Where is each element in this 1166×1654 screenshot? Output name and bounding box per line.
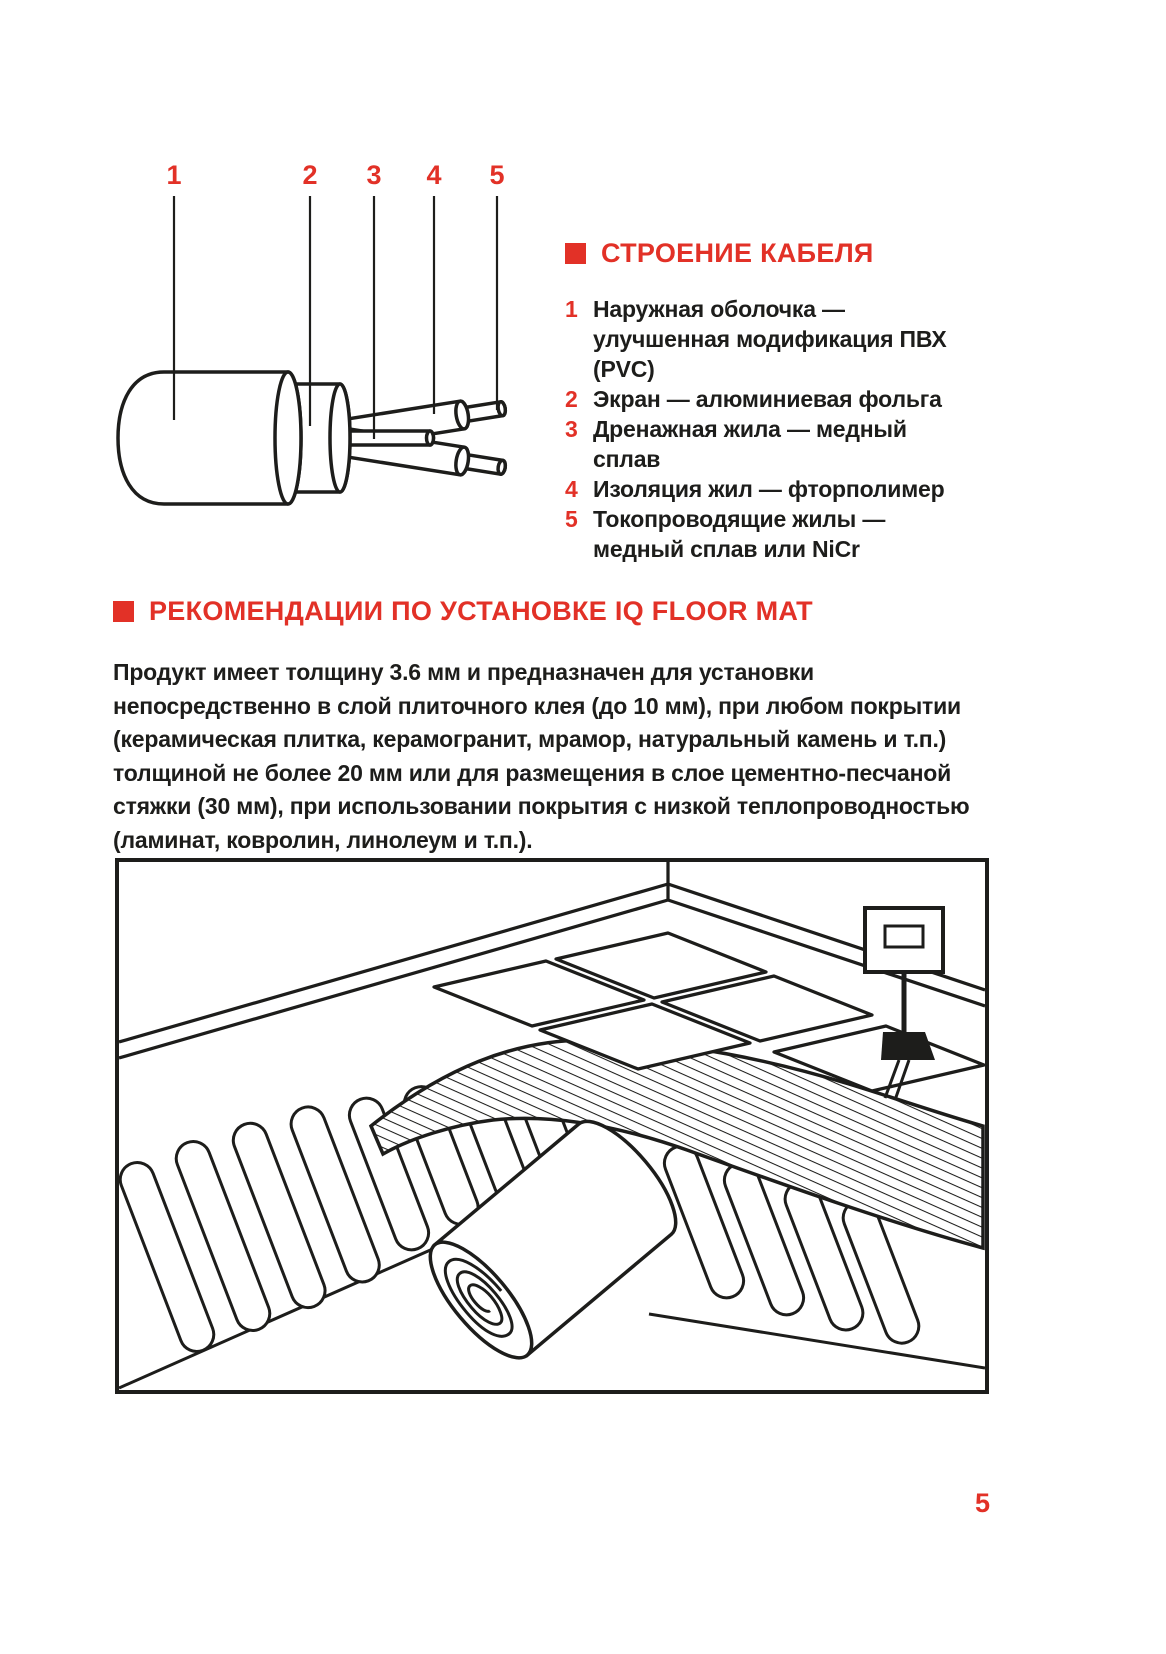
mat-roll <box>428 1119 678 1360</box>
heating-cable-loops-right <box>662 1144 921 1345</box>
cable-section-heading: СТРОЕНИЕ КАБЕЛЯ <box>565 240 979 267</box>
item-number: 1 <box>565 296 578 322</box>
tile <box>538 1002 752 1071</box>
tile <box>432 959 646 1028</box>
recommendations-heading: РЕКОМЕНДАЦИИ ПО УСТАНОВКЕ IQ FLOOR MAT <box>113 598 1006 625</box>
floor-tiles <box>432 931 985 1093</box>
installation-illustration <box>119 862 985 1390</box>
cable-part-item-2: 2 Экран — алюминиевая фольга <box>565 384 979 414</box>
installation-illustration-frame <box>115 858 989 1394</box>
callout-number-2: 2 <box>302 160 317 190</box>
callout-number-4: 4 <box>426 160 441 190</box>
callout-numbers: 1 2 3 4 5 <box>166 160 504 190</box>
item-text: Экран — алюминиевая фольга <box>593 386 942 412</box>
cable-structure-section: СТРОЕНИЕ КАБЕЛЯ 1 Наружная оболочка — ул… <box>565 240 979 564</box>
cable-parts-list: 1 Наружная оболочка — улучшенная модифик… <box>565 294 979 564</box>
recommendations-title: РЕКОМЕНДАЦИИ ПО УСТАНОВКЕ IQ FLOOR MAT <box>149 596 813 626</box>
recommendations-paragraph: Продукт имеет толщину 3.6 мм и предназна… <box>113 659 970 853</box>
cable-structure-diagram: 1 2 3 4 5 <box>116 160 508 506</box>
cable-part-item-4: 4 Изоляция жил — фторполимер <box>565 474 979 504</box>
callout-number-5: 5 <box>489 160 504 190</box>
cable-part-item-3: 3 Дренажная жила — медный сплав <box>565 414 979 474</box>
junction-box <box>881 1032 935 1060</box>
cable-part-item-5: 5 Токопроводящие жилы — медный сплав или… <box>565 504 979 564</box>
recommendations-section: РЕКОМЕНДАЦИИ ПО УСТАНОВКЕ IQ FLOOR MAT П… <box>113 598 1006 857</box>
callout-number-1: 1 <box>166 160 181 190</box>
tile <box>554 931 768 1000</box>
tile <box>660 974 874 1043</box>
item-number: 2 <box>565 386 578 412</box>
thermostat <box>863 906 945 974</box>
room-corner-lines <box>119 862 985 1060</box>
item-number: 3 <box>565 416 578 442</box>
callout-lines <box>172 196 499 439</box>
item-number: 4 <box>565 476 578 502</box>
thermostat-screen <box>883 924 925 949</box>
cable-jacket <box>116 370 303 506</box>
section-bullet-icon <box>565 243 586 264</box>
section-bullet-icon <box>113 601 134 622</box>
callout-number-3: 3 <box>366 160 381 190</box>
item-text: Токопроводящие жилы — медный сплав или N… <box>593 506 886 562</box>
item-text: Изоляция жил — фторполимер <box>593 476 945 502</box>
item-text: Наружная оболочка — улучшенная модификац… <box>593 296 947 382</box>
floor-sensor-conduit <box>883 1059 911 1101</box>
roll-spiral <box>434 1248 525 1346</box>
page-number: 5 <box>975 1488 991 1518</box>
item-number: 5 <box>565 506 578 532</box>
tile <box>772 1024 985 1093</box>
cable-section-title: СТРОЕНИЕ КАБЕЛЯ <box>601 238 874 268</box>
item-text: Дренажная жила — медный сплав <box>593 416 907 472</box>
cable-part-item-1: 1 Наружная оболочка — улучшенная модифик… <box>565 294 979 384</box>
